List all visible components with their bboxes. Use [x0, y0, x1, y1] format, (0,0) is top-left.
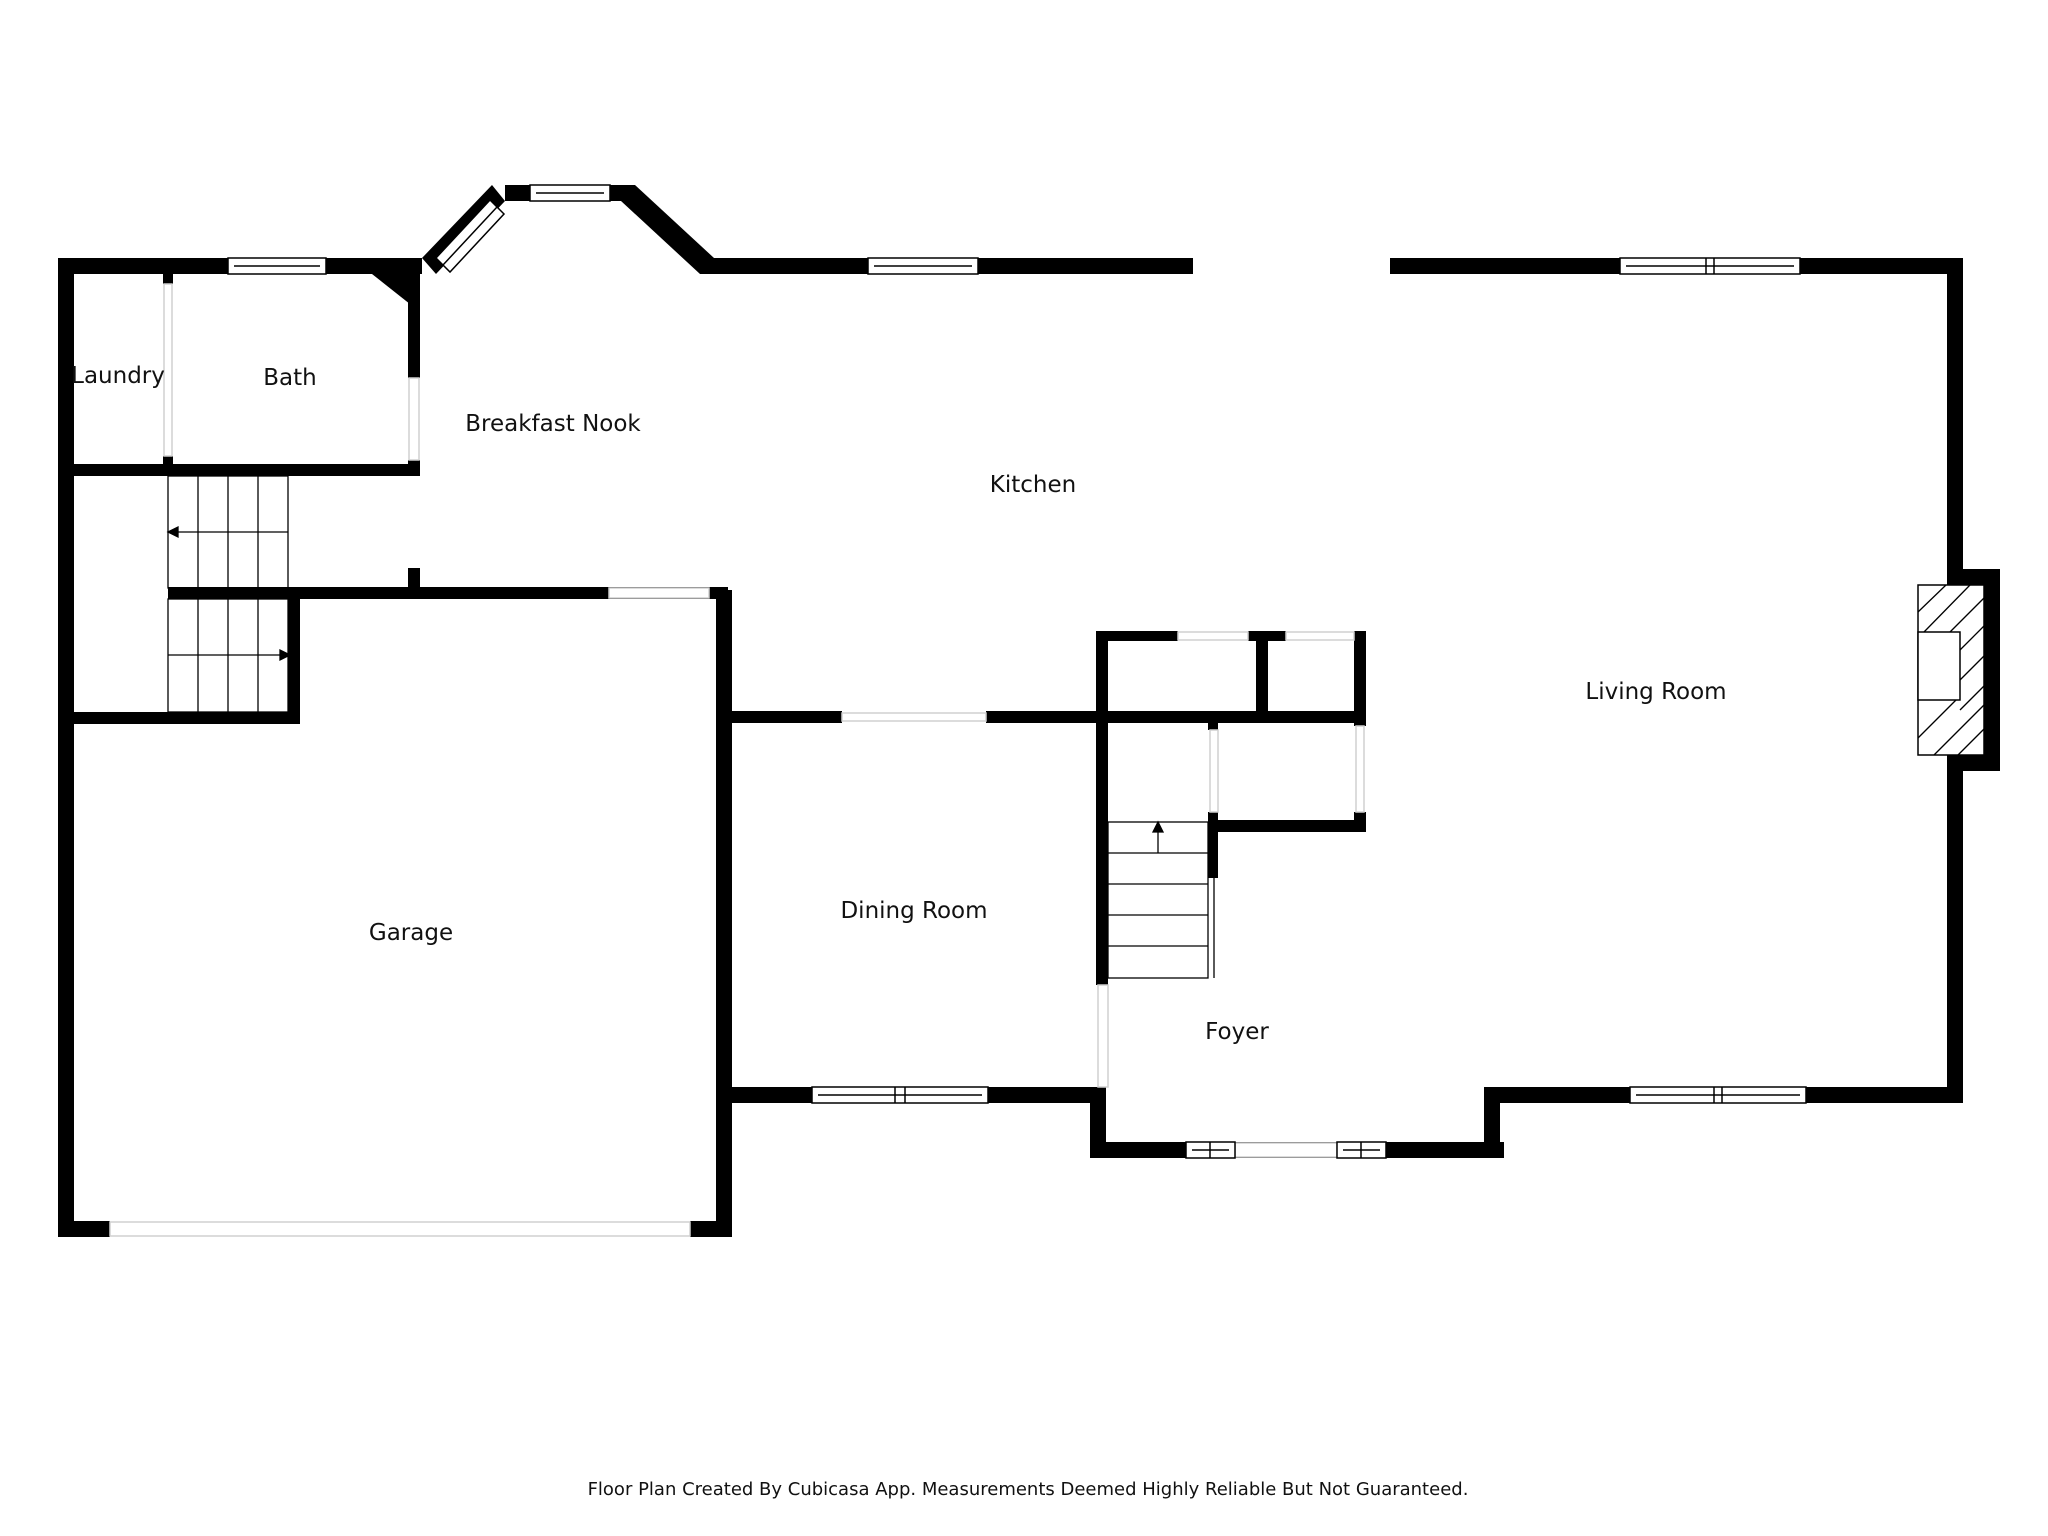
window-bay-left	[434, 198, 506, 274]
room-label-bath: Bath	[263, 365, 316, 391]
room-label-kitchen: Kitchen	[990, 472, 1076, 498]
fireplace	[1917, 584, 1985, 756]
room-label-dining-room: Dining Room	[840, 898, 987, 924]
window-living-top	[1619, 257, 1801, 275]
window-foyer-right	[1336, 1141, 1387, 1159]
window-living-bottom	[1629, 1086, 1807, 1104]
room-label-foyer: Foyer	[1205, 1019, 1269, 1045]
openings	[109, 283, 1365, 1237]
stairs-upper-left	[166, 475, 289, 589]
footer-disclaimer: Floor Plan Created By Cubicasa App. Meas…	[588, 1479, 1469, 1500]
window-kitchen	[867, 257, 979, 275]
window-foyer-left	[1185, 1141, 1236, 1159]
stairs-lower-left	[167, 598, 292, 713]
window-bay-center	[529, 184, 611, 202]
room-labels: Laundry Bath Breakfast Nook Kitchen Livi…	[71, 363, 1726, 1045]
windows	[227, 184, 1807, 1159]
window-dining	[811, 1086, 989, 1104]
room-label-garage: Garage	[369, 920, 453, 946]
window-bath	[227, 257, 327, 275]
stairs-foyer	[1107, 820, 1215, 979]
room-label-laundry: Laundry	[71, 363, 165, 389]
room-label-breakfast-nook: Breakfast Nook	[465, 411, 641, 437]
interior-walls	[74, 274, 1366, 985]
room-label-living-room: Living Room	[1585, 679, 1726, 705]
